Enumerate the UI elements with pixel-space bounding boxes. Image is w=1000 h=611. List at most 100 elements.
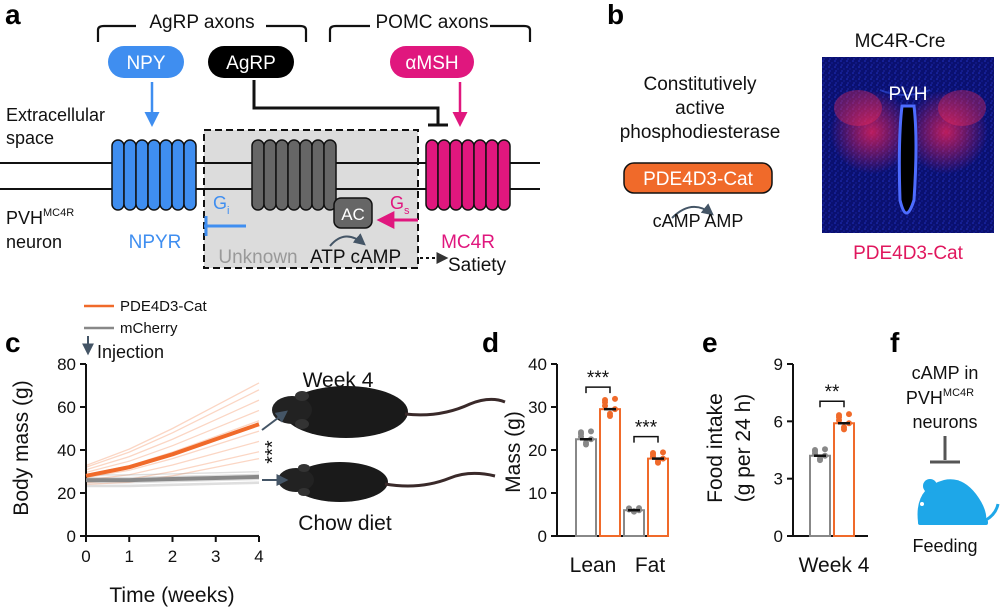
satiety-label: Satiety	[448, 255, 507, 276]
agrp-inhibit-line	[252, 80, 440, 124]
panel-label-d: d	[482, 327, 499, 358]
c-ytick-label: 40	[57, 441, 76, 460]
e-bar-mcherry	[809, 454, 831, 538]
d-ytick-label: 40	[528, 355, 547, 374]
e-ytick-label: 0	[774, 527, 783, 546]
e-point	[817, 457, 823, 464]
d-ytick-label: 10	[528, 484, 547, 503]
neuron-label: neuron	[6, 232, 62, 252]
d-sig-label: ***	[587, 368, 610, 389]
extracellular-label-1: Extracellular	[6, 105, 105, 125]
panel-label-b: b	[607, 0, 624, 30]
gs-label: Gs	[390, 193, 410, 217]
individual-trace	[86, 478, 260, 484]
pde-mouse-arrow	[261, 410, 288, 431]
e-point	[846, 411, 852, 418]
individual-trace	[86, 481, 260, 486]
pvh-label: PVHMC4R	[6, 207, 74, 228]
pde-reaction-arrow	[671, 203, 714, 219]
c-ylabel: Body mass (g)	[10, 380, 33, 515]
c-xtick-label: 2	[168, 547, 177, 566]
series-line-pde4d3	[85, 422, 260, 478]
c-xtick-label: 1	[125, 547, 134, 566]
d-point	[660, 449, 666, 456]
pde-desc-3: phosphodiesterase	[620, 122, 781, 143]
ac-conversion-arrow	[329, 233, 366, 247]
amsh-pill	[390, 46, 474, 78]
d-xlabel-lean: Lean	[570, 554, 617, 577]
e-point	[822, 446, 828, 453]
e-ytick-label: 9	[774, 355, 783, 374]
c-xtick-label: 4	[254, 547, 263, 566]
d-bars: ******	[575, 368, 669, 538]
d-sig-bracket	[633, 435, 659, 443]
extracellular-label-2: space	[6, 128, 54, 148]
individual-trace	[86, 471, 260, 476]
d-point	[578, 431, 584, 438]
c-ytick-label: 0	[67, 527, 76, 546]
e-ylabel-1: Food intake	[704, 393, 727, 503]
individual-trace	[85, 399, 260, 471]
npyr-receptor	[111, 139, 197, 211]
mc4r-label: MC4R	[441, 232, 495, 253]
agrp-axons-text: AgRP axons	[149, 12, 254, 33]
npy-label: NPY	[126, 53, 165, 74]
panel-label-f: f	[890, 327, 900, 358]
individual-trace	[86, 473, 260, 479]
e-sig-bracket	[819, 400, 845, 408]
c-significance: ***	[262, 440, 284, 464]
d-point	[655, 459, 661, 466]
pde-enzyme-box	[623, 162, 773, 194]
series-line-mcherry	[86, 474, 260, 483]
f-line-1: cAMP in	[912, 363, 979, 383]
pde-enzyme-label: PDE4D3-Cat	[643, 169, 754, 190]
npyr-label: NPYR	[129, 232, 182, 253]
micro-title: MC4R-Cre	[855, 31, 946, 52]
c-ytick-label: 60	[57, 398, 76, 417]
pvh-micrograph	[822, 57, 994, 233]
bracket-gap-agrp	[136, 12, 266, 32]
week4-label: Week 4	[303, 369, 374, 392]
npy-pill	[108, 46, 184, 78]
d-point	[612, 395, 618, 402]
agrp-label: AgRP	[226, 53, 276, 74]
d-bar-pde4d3	[599, 408, 621, 537]
c-series	[85, 422, 260, 483]
legend-label-mcherry: mCherry	[120, 320, 178, 337]
chow-diet-label: Chow diet	[298, 512, 392, 535]
d-ytick-label: 20	[528, 441, 547, 460]
pde-reaction-label: cAMP AMP	[653, 211, 744, 231]
panel-label-a: a	[5, 0, 21, 30]
feeding-label: Feeding	[912, 536, 977, 556]
e-ytick-label: 6	[774, 412, 783, 431]
ac-label: AC	[341, 205, 365, 224]
e-sig-label: **	[825, 382, 840, 403]
c-xlabel: Time (weeks)	[109, 584, 234, 607]
mouse-pde-image	[272, 386, 506, 438]
d-bar-pde4d3	[647, 457, 669, 538]
injection-label: Injection	[97, 342, 164, 362]
agrp-pill	[208, 46, 294, 78]
d-ylabel: Mass (g)	[502, 411, 525, 493]
gi-label: Gi	[213, 193, 229, 217]
panel-label-c: c	[5, 327, 21, 358]
individual-trace	[85, 389, 260, 468]
f-line-2: PVHMC4R	[906, 387, 974, 408]
panel-c: c PDE4D3-Cat mCherry Injection 020406080…	[5, 298, 506, 607]
e-bars: **	[809, 382, 855, 538]
individual-trace	[85, 382, 260, 467]
d-point	[607, 412, 613, 419]
mouse-mcherry-image	[278, 462, 496, 502]
individual-trace	[86, 482, 260, 488]
mc4r-receptor	[425, 139, 511, 211]
panel-a: a AgRP axons POMC axons NPY AgRP αMSH Ex…	[0, 0, 540, 276]
d-sig-bracket	[585, 386, 611, 394]
individual-trace	[85, 440, 260, 481]
f-line-3: neurons	[912, 412, 977, 432]
mouse-icon	[917, 479, 1000, 525]
unknown-label: Unknown	[218, 247, 297, 268]
